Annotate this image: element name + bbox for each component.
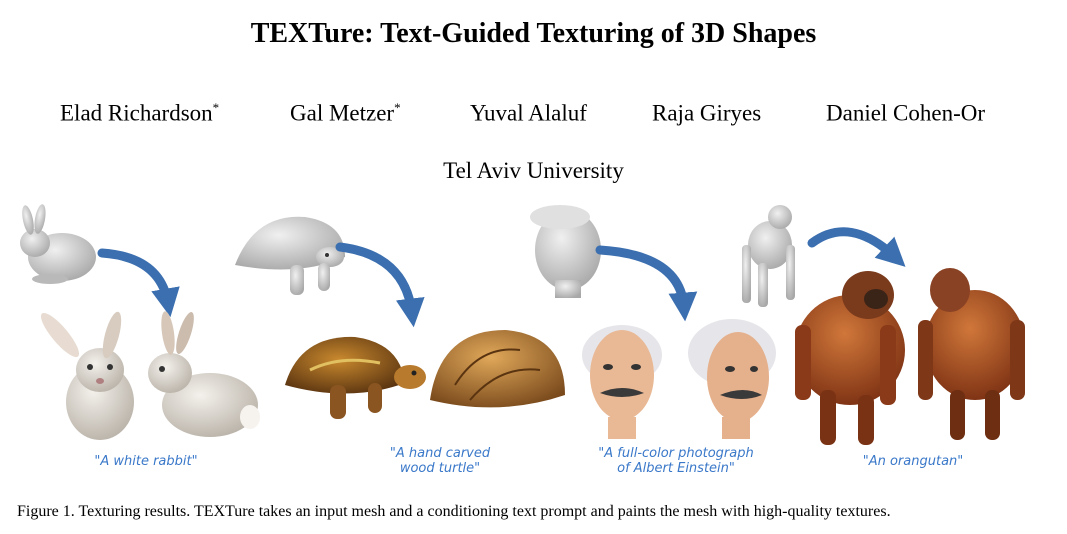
- author-name: Yuval Alaluf: [470, 100, 587, 126]
- einstein-textured-side: [688, 319, 776, 439]
- author-name: Raja Giryes: [652, 100, 762, 126]
- prompt-text: of Albert Einstein": [617, 461, 735, 476]
- arrow-icon: [335, 242, 425, 328]
- paper-title: TEXTure: Text-Guided Texturing of 3D Sha…: [250, 18, 817, 49]
- author-name: Daniel Cohen-Or: [826, 100, 986, 126]
- rabbit-textured-front: [40, 311, 134, 440]
- turtle-textured-back: [430, 330, 565, 408]
- arrow-icon: [97, 248, 180, 318]
- orangutan-mesh: [742, 205, 795, 307]
- turtle-mesh: [235, 216, 345, 295]
- prompt-text: "A white rabbit": [94, 454, 197, 469]
- einstein-textured-front: [582, 325, 662, 439]
- orangutan-textured-back: [918, 268, 1025, 440]
- prompt-text: "A hand carved: [390, 446, 491, 461]
- turtle-textured-front: [285, 336, 426, 419]
- arrow-icon: [807, 227, 906, 267]
- rabbit-textured-side: [148, 311, 260, 437]
- affiliation: Tel Aviv University: [443, 158, 624, 183]
- prompt-text: "A full-color photograph: [598, 446, 753, 461]
- author-name: Gal Metzer*: [290, 100, 401, 126]
- prompt-text: "An orangutan": [863, 454, 964, 469]
- teaser-figure: "A white rabbit" "A hand carved wood tur…: [20, 204, 1025, 476]
- orangutan-textured-front: [795, 271, 905, 445]
- author-name: Elad Richardson*: [60, 100, 220, 126]
- rabbit-mesh: [20, 204, 96, 284]
- author-list: Elad Richardson* Gal Metzer* Yuval Alalu…: [0, 100, 1067, 132]
- figure-caption: Figure 1. Texturing results. TEXTure tak…: [17, 503, 891, 520]
- arrow-icon: [595, 245, 698, 322]
- einstein-mesh: [530, 205, 601, 298]
- prompt-text: wood turtle": [400, 461, 480, 476]
